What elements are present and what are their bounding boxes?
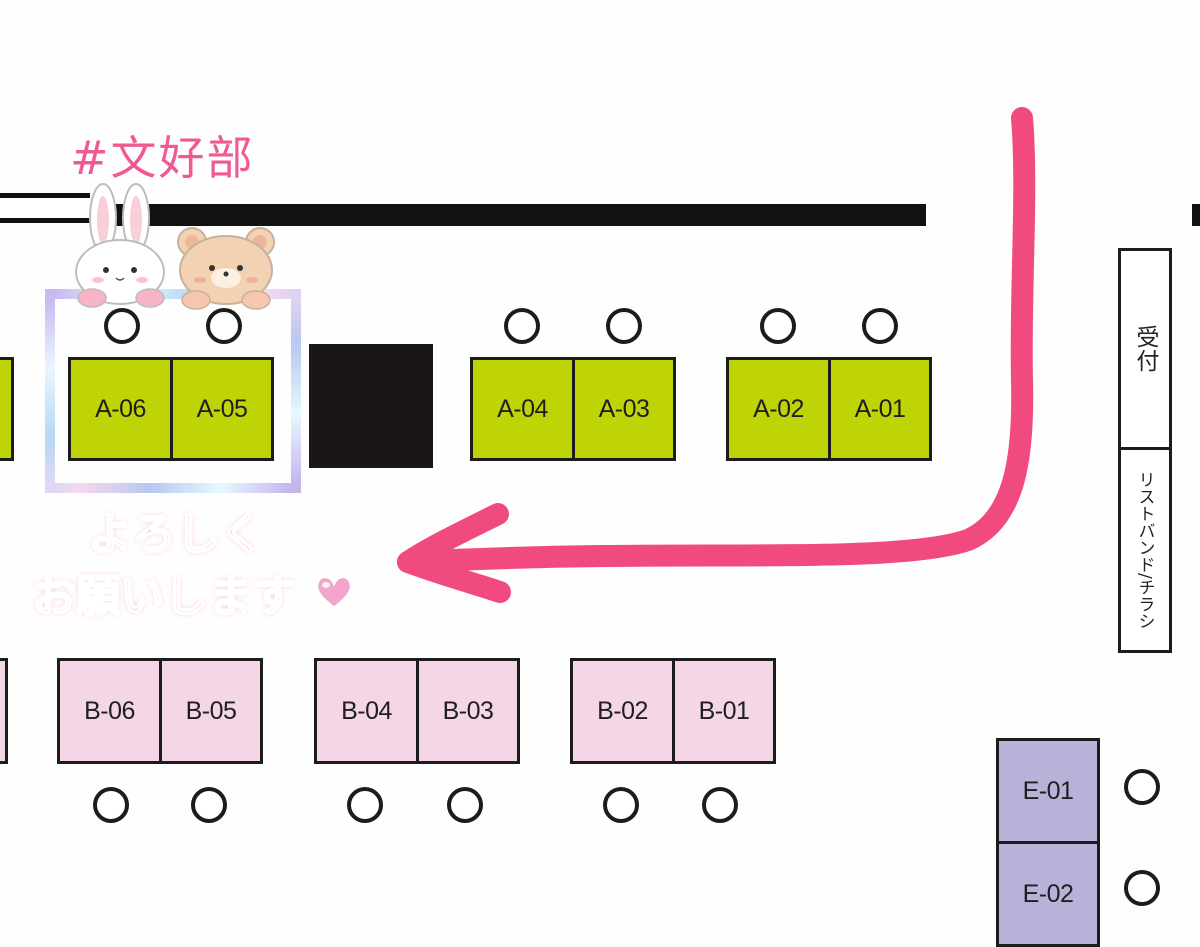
seat-a-04 bbox=[504, 308, 540, 344]
booth-b-01[interactable]: B-01 bbox=[672, 658, 776, 764]
rabbit-sticker bbox=[75, 183, 165, 308]
seat-b-04 bbox=[347, 787, 383, 823]
pillar-block bbox=[309, 344, 433, 468]
booth-a-03[interactable]: A-03 bbox=[572, 357, 676, 461]
seat-a-01 bbox=[862, 308, 898, 344]
seat-b-03 bbox=[447, 787, 483, 823]
seat-a-05 bbox=[206, 308, 242, 344]
hashtag-label: #文好部 bbox=[70, 131, 255, 185]
top-wall-right bbox=[1192, 204, 1200, 226]
booth-a-02[interactable]: A-02 bbox=[726, 357, 831, 461]
seat-b-01 bbox=[702, 787, 738, 823]
booth-b-partial bbox=[0, 658, 8, 764]
booth-a-05[interactable]: A-05 bbox=[170, 357, 274, 461]
booth-b-04[interactable]: B-04 bbox=[314, 658, 419, 764]
reception-label: 受付 bbox=[1132, 325, 1158, 373]
booth-a-01[interactable]: A-01 bbox=[828, 357, 932, 461]
seat-a-02 bbox=[760, 308, 796, 344]
booth-a-04[interactable]: A-04 bbox=[470, 357, 575, 461]
wristband-desk: リストバンド/チラシ bbox=[1118, 447, 1172, 653]
seat-a-03 bbox=[606, 308, 642, 344]
greeting-line1: よろしく bbox=[87, 508, 265, 561]
entrance-gap bbox=[0, 193, 90, 223]
booth-e-02[interactable]: E-02 bbox=[996, 841, 1100, 947]
seat-a-06 bbox=[104, 308, 140, 344]
booth-e-01[interactable]: E-01 bbox=[996, 738, 1100, 844]
seat-b-05 bbox=[191, 787, 227, 823]
booth-a-06[interactable]: A-06 bbox=[68, 357, 173, 461]
wristband-label: リストバンド/チラシ bbox=[1134, 470, 1155, 630]
booth-b-05[interactable]: B-05 bbox=[159, 658, 263, 764]
booth-b-02[interactable]: B-02 bbox=[570, 658, 675, 764]
booth-b-03[interactable]: B-03 bbox=[416, 658, 520, 764]
greeting-line2: お願いします bbox=[31, 570, 297, 623]
booth-b-06[interactable]: B-06 bbox=[57, 658, 162, 764]
booth-a-partial bbox=[0, 357, 14, 461]
reception-desk: 受付 bbox=[1118, 248, 1172, 450]
seat-b-02 bbox=[603, 787, 639, 823]
seat-e-01 bbox=[1124, 769, 1160, 805]
seat-b-06 bbox=[93, 787, 129, 823]
bear-sticker bbox=[177, 227, 275, 310]
heart-sticker bbox=[315, 575, 353, 610]
